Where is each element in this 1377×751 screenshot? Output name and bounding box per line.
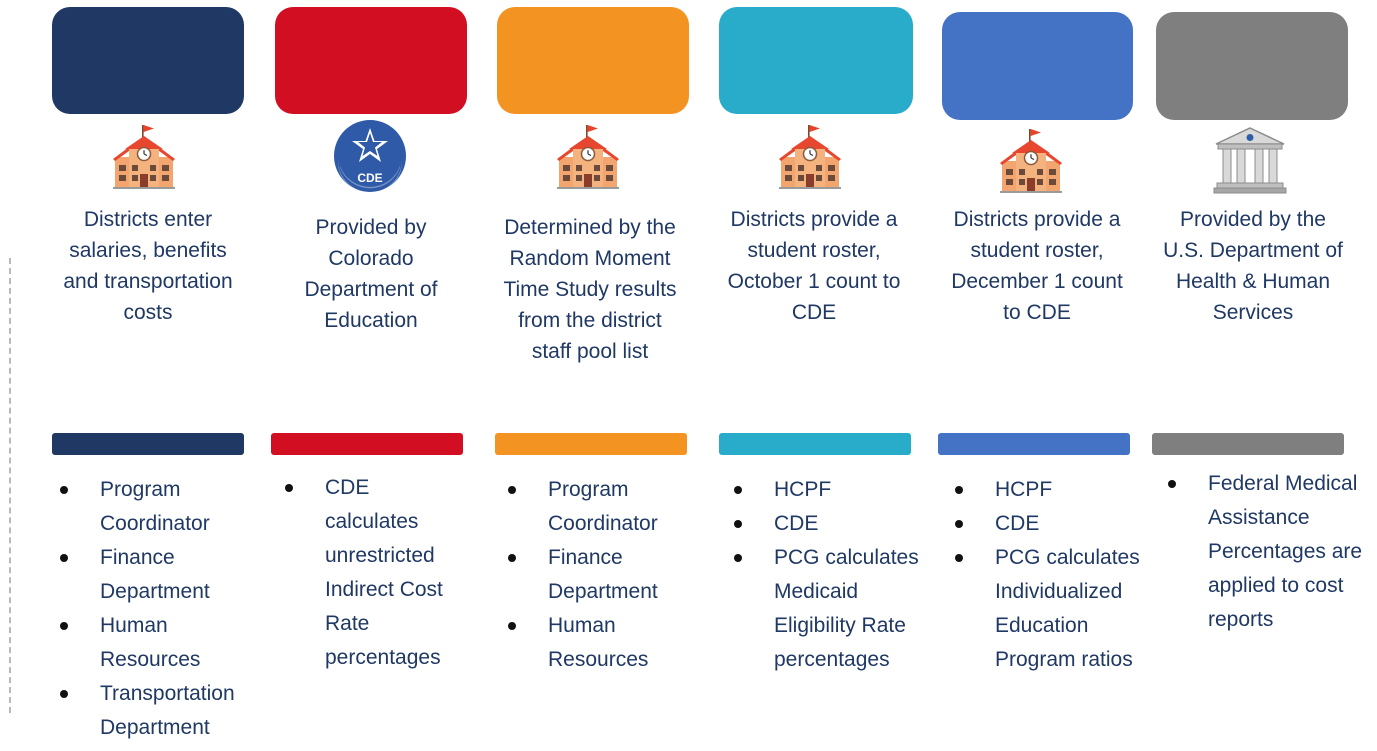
school-building-icon — [104, 116, 184, 196]
list-item: Human Resources — [500, 609, 668, 677]
color-box — [1156, 12, 1348, 120]
bullet-list: Program Coordinator Finance Department H… — [500, 473, 700, 677]
school-building-icon — [548, 116, 628, 196]
column-description: Determined by the Random Moment Time Stu… — [503, 216, 677, 363]
column-description: Provided by the U.S. Department of Healt… — [1163, 208, 1343, 324]
color-bar — [938, 433, 1130, 455]
column-2: CDE Provided by Colorado Department of E… — [270, 0, 494, 751]
bullet-list: CDE calculates unrestricted Indirect Cos… — [277, 471, 477, 675]
bullet-list: HCPF CDE PCG calculates Medicaid Eligibi… — [726, 473, 940, 677]
school-building-icon — [991, 120, 1071, 200]
list-item: Federal Medical Assistance Percentages a… — [1160, 467, 1363, 637]
list-item: Transportation Department — [52, 677, 270, 745]
color-box — [942, 12, 1133, 120]
dashed-divider — [9, 258, 11, 713]
list-item: HCPF — [726, 473, 934, 507]
column-1: Districts enter salaries, benefits and t… — [0, 0, 270, 751]
list-item: CDE — [947, 507, 1150, 541]
column-3: Determined by the Random Moment Time Stu… — [494, 0, 718, 751]
column-4: Districts provide a student roster, Octo… — [718, 0, 940, 751]
color-bar — [1152, 433, 1344, 455]
color-box — [719, 7, 913, 114]
school-building-icon — [770, 116, 850, 196]
cde-logo: CDE — [330, 116, 410, 196]
list-item: HCPF — [947, 473, 1150, 507]
column-6: Provided by the U.S. Department of Healt… — [1152, 0, 1377, 751]
color-bar — [719, 433, 911, 455]
column-5: Districts provide a student roster, Dece… — [938, 0, 1154, 751]
svg-text:CDE: CDE — [357, 171, 382, 185]
list-item: Finance Department — [52, 541, 240, 609]
color-bar — [495, 433, 687, 455]
color-box — [275, 7, 467, 114]
color-bar — [271, 433, 463, 455]
color-bar — [52, 433, 244, 455]
list-item: CDE calculates unrestricted Indirect Cos… — [277, 471, 465, 675]
government-building-icon — [1210, 118, 1290, 198]
bullet-list: Federal Medical Assistance Percentages a… — [1160, 467, 1370, 637]
color-box — [52, 7, 244, 114]
column-description: Districts provide a student roster, Octo… — [727, 208, 901, 324]
list-item: PCG calculates Individualized Education … — [947, 541, 1155, 677]
list-item: CDE — [726, 507, 934, 541]
column-description: Districts enter salaries, benefits and t… — [63, 208, 233, 324]
column-description: Provided by Colorado Department of Educa… — [304, 216, 438, 332]
list-item: Finance Department — [500, 541, 688, 609]
list-item: Human Resources — [52, 609, 220, 677]
bullet-list: HCPF CDE PCG calculates Individualized E… — [947, 473, 1154, 677]
column-description: Districts provide a student roster, Dece… — [951, 208, 1123, 324]
bullet-list: Program Coordinator Finance Department H… — [52, 473, 268, 745]
color-box — [497, 7, 689, 114]
list-item: Program Coordinator — [500, 473, 678, 541]
list-item: Program Coordinator — [52, 473, 215, 541]
list-item: PCG calculates Medicaid Eligibility Rate… — [726, 541, 934, 677]
